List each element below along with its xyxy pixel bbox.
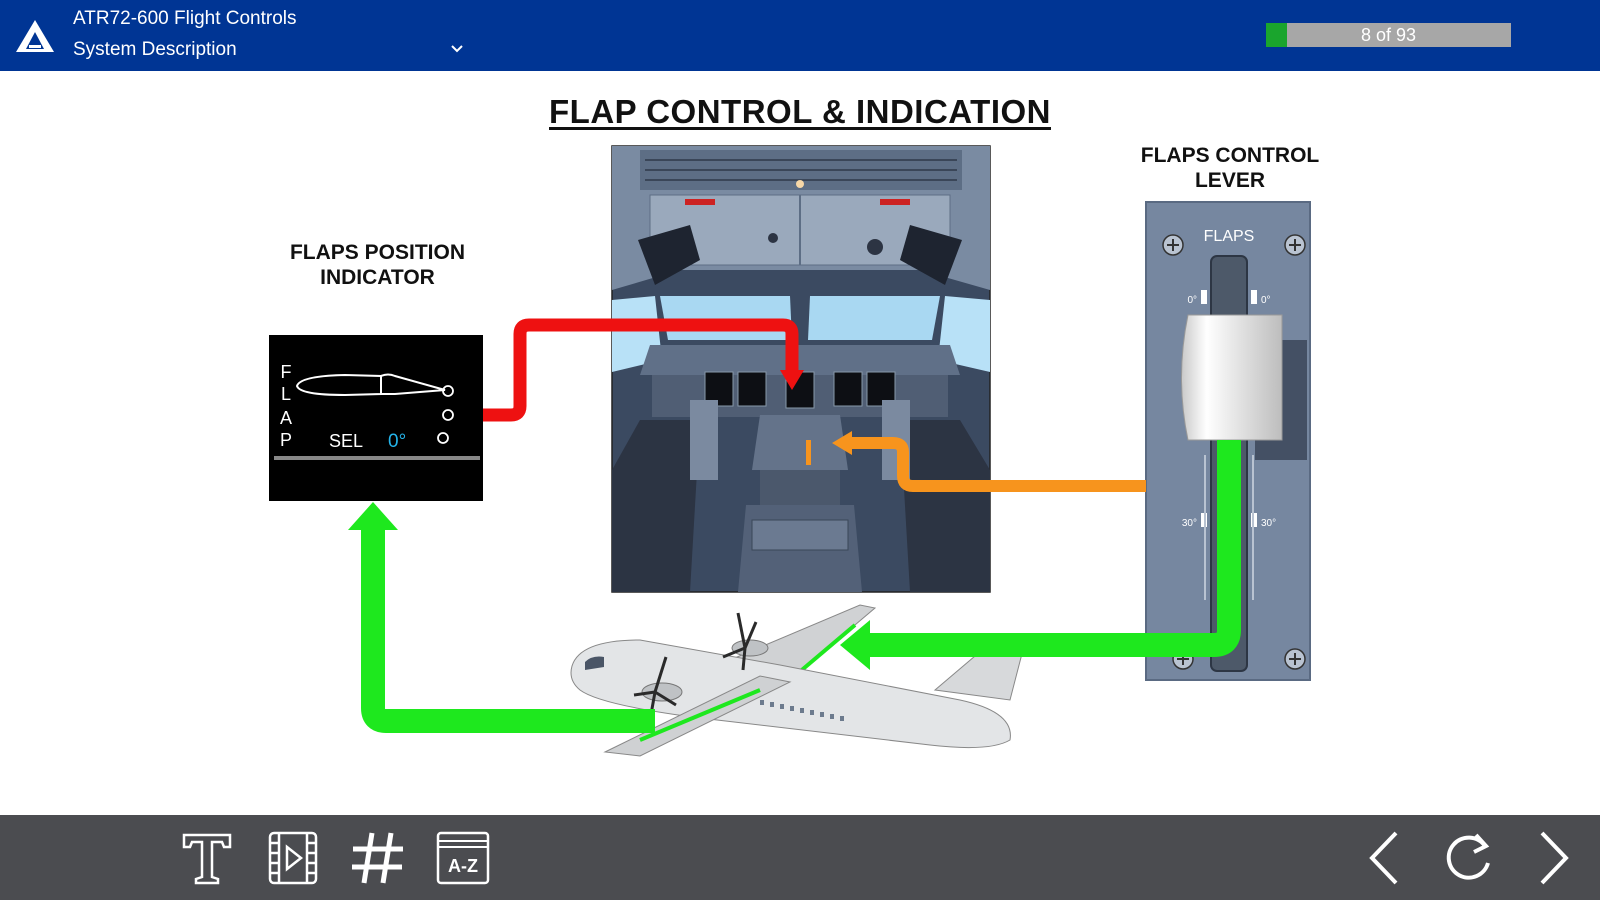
next-button[interactable] bbox=[1522, 827, 1584, 889]
previous-button[interactable] bbox=[1354, 827, 1416, 889]
sel-label: SEL bbox=[329, 431, 363, 451]
glossary-button[interactable]: A-Z bbox=[432, 827, 494, 889]
red-signal-arrow bbox=[483, 318, 804, 422]
flaps-position-indicator-label: FLAPS POSITION INDICATOR bbox=[289, 241, 465, 289]
hashtag-icon bbox=[352, 832, 403, 884]
atr72-airplane-image bbox=[570, 604, 1036, 757]
flap-letter-p: P bbox=[280, 430, 292, 450]
index-button[interactable] bbox=[347, 827, 409, 889]
detent-30-left: 30° bbox=[1182, 518, 1197, 529]
flap-diagram: F L A P SEL 0° FLAPS bbox=[269, 145, 1311, 757]
section-title[interactable]: System Description bbox=[73, 39, 237, 60]
progress-label: 8 of 93 bbox=[1360, 25, 1417, 45]
film-play-icon bbox=[268, 831, 318, 885]
atr-logo-icon bbox=[16, 20, 54, 52]
detent-0-right: 0° bbox=[1261, 295, 1271, 306]
orange-signal-arrow bbox=[832, 431, 1146, 492]
text-t-icon bbox=[182, 833, 232, 885]
reload-icon bbox=[1446, 833, 1490, 880]
sel-value: 0° bbox=[388, 431, 406, 452]
cockpit-image bbox=[611, 145, 991, 593]
green-flap-position-arrow bbox=[348, 440, 1241, 733]
detent-30-right: 30° bbox=[1261, 518, 1276, 529]
chevron-left-icon bbox=[1369, 831, 1398, 885]
transcript-button[interactable] bbox=[176, 827, 238, 889]
chevron-down-icon[interactable] bbox=[450, 42, 464, 56]
a-z-icon: A-Z bbox=[436, 831, 490, 885]
flap-letter-a: A bbox=[280, 408, 292, 428]
detent-0-left: 0° bbox=[1187, 295, 1197, 306]
course-title: ATR72-600 Flight Controls bbox=[73, 8, 297, 29]
progress-bar: 8 of 93 bbox=[1266, 23, 1511, 47]
chevron-right-icon bbox=[1540, 831, 1569, 885]
flaps-position-indicator: F L A P SEL 0° bbox=[269, 335, 483, 501]
footer-bar: A-Z bbox=[0, 815, 1600, 900]
replay-button[interactable] bbox=[1438, 827, 1500, 889]
video-button[interactable] bbox=[262, 827, 324, 889]
slide-title: FLAP CONTROL & INDICATION bbox=[549, 93, 1051, 130]
progress-fill bbox=[1266, 23, 1288, 47]
flap-letter-l: L bbox=[281, 384, 291, 404]
lever-title: FLAPS bbox=[1204, 228, 1255, 245]
header-bar: ATR72-600 Flight Controls System Descrip… bbox=[0, 0, 1600, 71]
flap-letter-f: F bbox=[281, 362, 292, 382]
svg-text:A-Z: A-Z bbox=[448, 856, 478, 876]
flaps-control-lever-label: FLAPS CONTROL LEVER bbox=[1140, 144, 1320, 192]
